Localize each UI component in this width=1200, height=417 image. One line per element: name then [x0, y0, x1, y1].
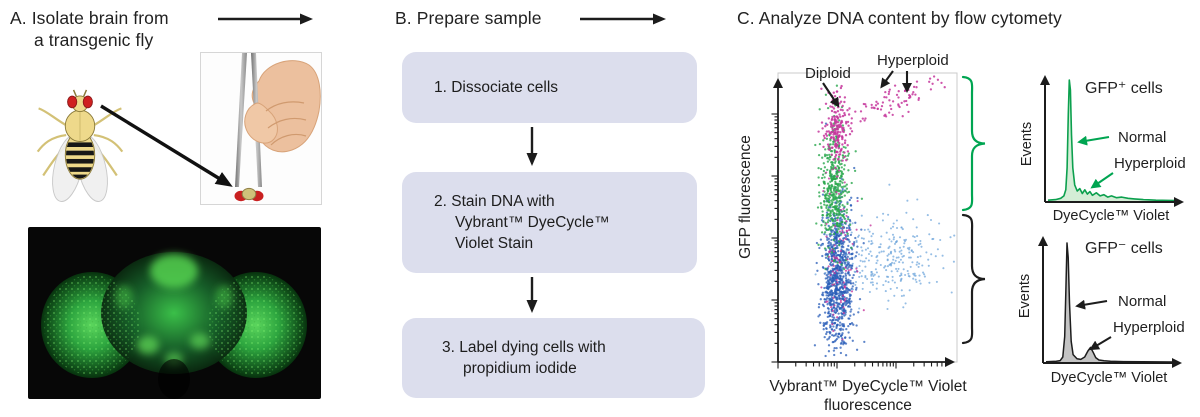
gfp-pos-curve	[1047, 79, 1176, 202]
gfp-pos-hyperploid-arrow	[1090, 172, 1114, 189]
hyperploid-arrow-1	[880, 70, 894, 89]
panel-b-title: B. Prepare sample	[395, 8, 542, 28]
gfp-neg-ylabel: Events	[1017, 274, 1033, 318]
brain-micrograph	[28, 227, 321, 399]
scatter-x-ticks	[777, 362, 947, 369]
scatter-points	[813, 75, 956, 358]
gfp-neg-title: GFP⁻ cells	[1085, 240, 1163, 257]
gfp-pos-hyperploid-label: Hyperploid	[1114, 155, 1186, 172]
gfp-neg-curve	[1045, 242, 1176, 363]
gfp-pos-fill	[1048, 80, 1175, 202]
gfp-positive-brace	[961, 75, 986, 212]
diploid-arrow	[822, 82, 840, 108]
scatter-plot: GFP fluorescence Vybrant™ DyeCycle™ Viol…	[737, 52, 967, 414]
fly-eye-right	[82, 95, 93, 109]
hand-forceps-photo	[200, 52, 322, 205]
diploid-label: Diploid	[805, 65, 851, 82]
gfp-neg-normal-arrow	[1075, 299, 1108, 310]
gfp-pos-ylabel: Events	[1019, 122, 1035, 166]
gfp-pos-xlabel: DyeCycle™ Violet	[1053, 208, 1170, 224]
scatter-ylabel: GFP fluorescence	[737, 135, 754, 259]
gfp-neg-hyperploid-label: Hyperploid	[1113, 319, 1185, 336]
flow-step-1-label: 1. Dissociate cells	[434, 79, 559, 96]
flow-cytometry-figure: GFP fluorescence Vybrant™ DyeCycle™ Viol…	[737, 52, 1186, 414]
fly-thorax	[64, 109, 96, 142]
scatter-xlabel-line1: Vybrant™ DyeCycle™ Violet	[769, 378, 967, 395]
gfp-pos-title: GFP⁺ cells	[1085, 80, 1163, 97]
fly-head	[67, 89, 93, 113]
gfp-neg-normal-label: Normal	[1118, 293, 1166, 310]
gfp-neg-fill	[1046, 243, 1175, 363]
hand-thumb	[244, 102, 278, 144]
flow-step-1: 1. Dissociate cells	[402, 52, 697, 123]
gfp-neg-xlabel: DyeCycle™ Violet	[1051, 370, 1168, 386]
fly-illustration	[36, 89, 124, 202]
scatter-y-ticks	[771, 113, 778, 363]
panel-c-title: C. Analyze DNA content by flow cytomety	[737, 8, 1062, 28]
panel-a-title: A. Isolate brain from a transgenic fly	[10, 8, 169, 51]
isolated-brain	[234, 187, 264, 202]
flow-step-3-label: 3. Label dying cells with propidium iodi…	[442, 339, 606, 377]
hyperploid-label: Hyperploid	[877, 52, 949, 69]
gfp-neg-hyperploid-arrow	[1089, 336, 1112, 351]
gfp-pos-normal-label: Normal	[1118, 129, 1166, 146]
gfp-negative-histogram: Events GFP⁻ cells Normal Hyperploid DyeC…	[1017, 236, 1185, 386]
bright-gfp-regions	[115, 254, 233, 366]
flow-step-2: 2. Stain DNA with Vybrant™ DyeCycle™ Vio…	[402, 172, 697, 273]
flow-step-3: 3. Label dying cells with propidium iodi…	[402, 318, 705, 398]
flow-step-2-label: 2. Stain DNA with Vybrant™ DyeCycle™ Vio…	[434, 193, 610, 252]
gfp-positive-histogram: Events GFP⁺ cells Normal Hyperploid DyeC…	[1019, 75, 1186, 224]
scatter-frame	[777, 72, 958, 363]
fly-abdomen	[64, 130, 96, 180]
hand-finger-creases	[265, 101, 307, 146]
scatter-xlabel-line2: fluorescence	[824, 397, 912, 414]
gfp-pos-normal-arrow	[1077, 135, 1110, 146]
gfp-negative-brace	[961, 213, 986, 345]
fly-eye-left	[67, 95, 78, 109]
